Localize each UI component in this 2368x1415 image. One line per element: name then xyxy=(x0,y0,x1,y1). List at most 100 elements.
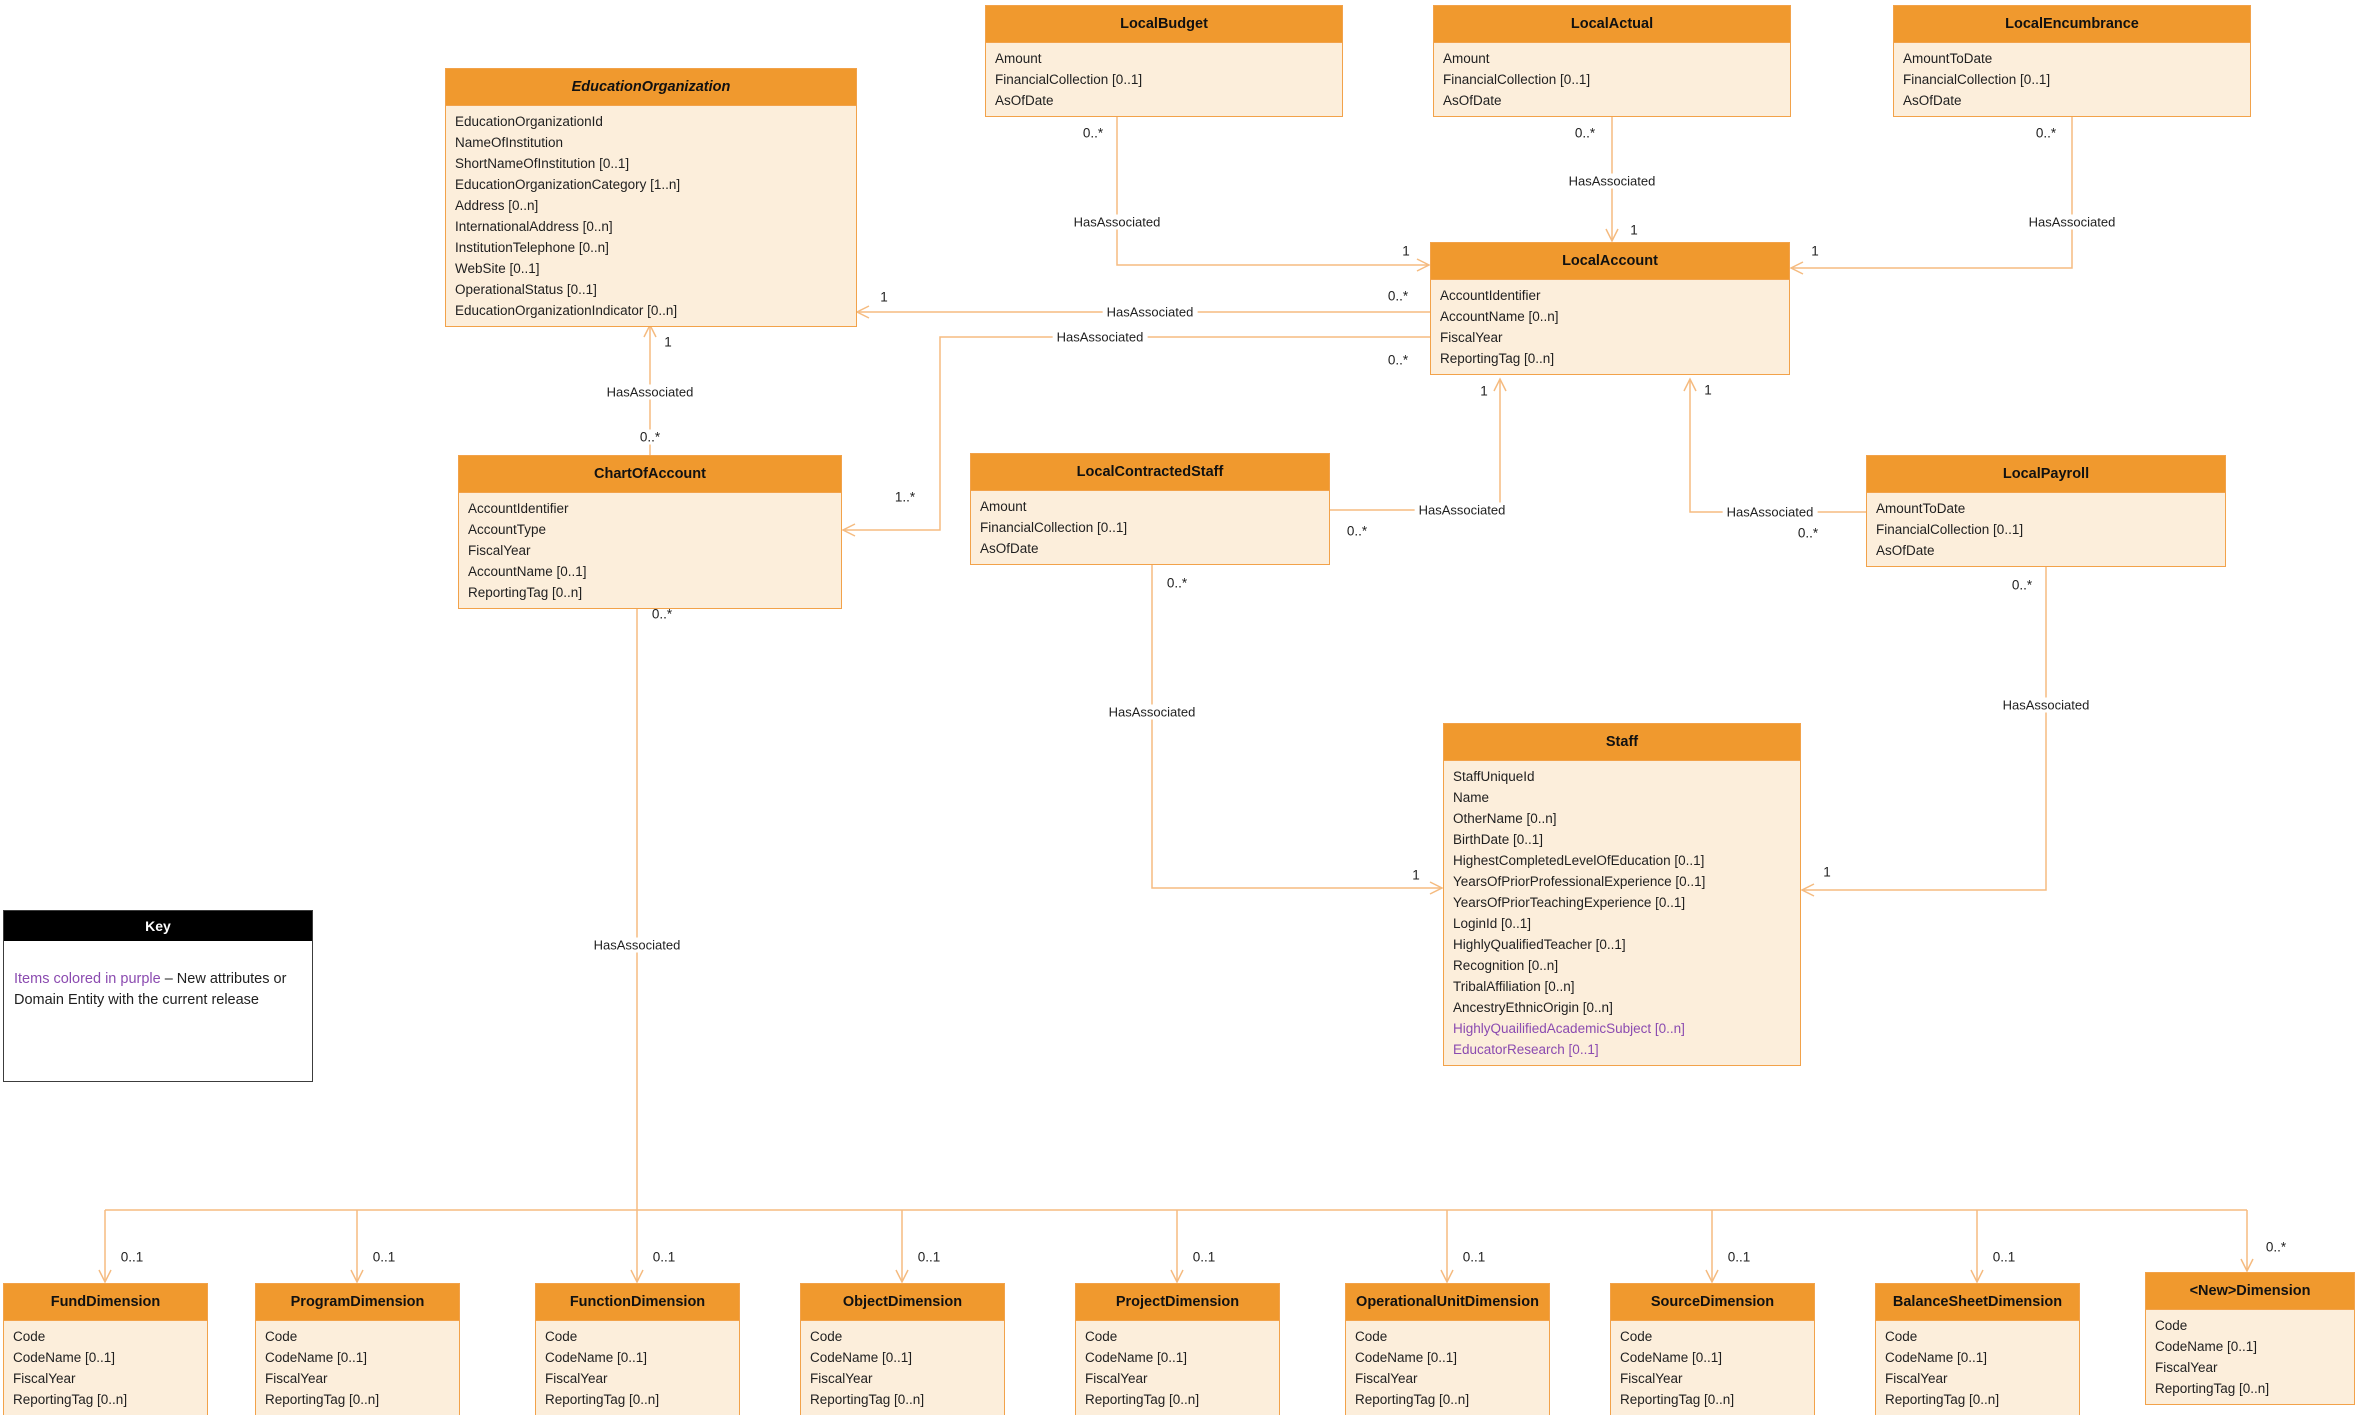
attribute: FiscalYear xyxy=(1620,1371,1683,1386)
entity-title: ProjectDimension xyxy=(1076,1284,1279,1321)
legend-title: Key xyxy=(4,911,312,941)
attribute: AccountName [0..n] xyxy=(1440,309,1559,324)
entity-title: ObjectDimension xyxy=(801,1284,1004,1321)
entity-title: FundDimension xyxy=(4,1284,207,1321)
attribute: FiscalYear xyxy=(1085,1371,1148,1386)
attribute: FinancialCollection [0..1] xyxy=(1903,72,2051,87)
attribute: AmountToDate xyxy=(1903,51,1993,66)
attribute: CodeName [0..1] xyxy=(810,1350,913,1365)
attribute: FinancialCollection [0..1] xyxy=(1876,522,2024,537)
attribute: FiscalYear xyxy=(13,1371,76,1386)
attribute: FinancialCollection [0..1] xyxy=(995,72,1143,87)
cardinality-label: 0..1 xyxy=(1192,1249,1216,1265)
attribute: NameOfInstitution xyxy=(455,135,564,150)
attribute: FiscalYear xyxy=(2155,1360,2218,1375)
attribute: Address [0..n] xyxy=(455,198,539,213)
attribute: ReportingTag [0..n] xyxy=(468,585,583,600)
cardinality-label: 0..1 xyxy=(120,1249,144,1265)
cardinality-label: 0..* xyxy=(2011,577,2033,593)
attribute: ReportingTag [0..n] xyxy=(810,1392,925,1407)
cardinality-label: 1 xyxy=(664,334,672,350)
cardinality-label: 0..1 xyxy=(652,1249,676,1265)
attribute: YearsOfPriorProfessionalExperience [0..1… xyxy=(1453,874,1706,889)
cardinality-label: 0..* xyxy=(1387,288,1409,304)
entity-title: FunctionDimension xyxy=(536,1284,739,1321)
cardinality-label: 1 xyxy=(880,289,888,305)
cardinality-label: 1 xyxy=(1480,383,1488,399)
attribute: ReportingTag [0..n] xyxy=(265,1392,380,1407)
attribute: Amount xyxy=(1443,51,1490,66)
attribute: CodeName [0..1] xyxy=(1620,1350,1723,1365)
cardinality-label: 0..* xyxy=(1346,523,1368,539)
attribute: CodeName [0..1] xyxy=(265,1350,368,1365)
attribute: AncestryEthnicOrigin [0..n] xyxy=(1453,1000,1613,1015)
attribute: Code xyxy=(1885,1329,1918,1344)
attribute: FiscalYear xyxy=(1355,1371,1418,1386)
legend-purple-text: Items colored in purple xyxy=(14,971,161,987)
association-label: HasAssociated xyxy=(2024,214,2120,230)
attribute: ReportingTag [0..n] xyxy=(545,1392,660,1407)
attribute: CodeName [0..1] xyxy=(545,1350,648,1365)
attribute: Amount xyxy=(980,499,1027,514)
attribute: FiscalYear xyxy=(810,1371,873,1386)
cardinality-label: 1 xyxy=(1402,243,1410,259)
attribute: CodeName [0..1] xyxy=(1355,1350,1458,1365)
association-label: HasAssociated xyxy=(1102,304,1198,320)
cardinality-label: 0..1 xyxy=(917,1249,941,1265)
entity-title: LocalContractedStaff xyxy=(971,454,1329,491)
legend-text: Items colored in purple – New attributes… xyxy=(4,941,312,1011)
cardinality-label: 0..1 xyxy=(1992,1249,2016,1265)
cardinality-label: 1 xyxy=(1823,864,1831,880)
attribute: AsOfDate xyxy=(1443,93,1502,108)
attribute: StaffUniqueId xyxy=(1453,769,1535,784)
cardinality-label: 0..* xyxy=(651,606,673,622)
cardinality-label: 0..* xyxy=(2035,125,2057,141)
attribute: CodeName [0..1] xyxy=(1085,1350,1188,1365)
attribute: AccountIdentifier xyxy=(468,501,569,516)
association-label: HasAssociated xyxy=(1052,329,1148,345)
entity-title: SourceDimension xyxy=(1611,1284,1814,1321)
cardinality-label: 0..* xyxy=(1797,525,1819,541)
attribute: FiscalYear xyxy=(545,1371,608,1386)
cardinality-label: 0..* xyxy=(635,429,665,445)
cardinality-label: 0..* xyxy=(1387,352,1409,368)
attribute: AmountToDate xyxy=(1876,501,1966,516)
attribute: Code xyxy=(545,1329,578,1344)
attribute: HighlyQuailifiedAcademicSubject [0..n] xyxy=(1453,1021,1685,1036)
attribute: Code xyxy=(810,1329,843,1344)
attribute: CodeName [0..1] xyxy=(1885,1350,1988,1365)
entity-title: ChartOfAccount xyxy=(459,456,841,493)
attribute: Recognition [0..n] xyxy=(1453,958,1559,973)
attribute: ReportingTag [0..n] xyxy=(1355,1392,1470,1407)
attribute: WebSite [0..1] xyxy=(455,261,540,276)
attribute: EducationOrganizationId xyxy=(455,114,603,129)
entity-title: LocalActual xyxy=(1434,6,1790,43)
attribute: InternationalAddress [0..n] xyxy=(455,219,613,234)
association-label: HasAssociated xyxy=(1564,173,1660,189)
attribute: ReportingTag [0..n] xyxy=(1885,1392,2000,1407)
